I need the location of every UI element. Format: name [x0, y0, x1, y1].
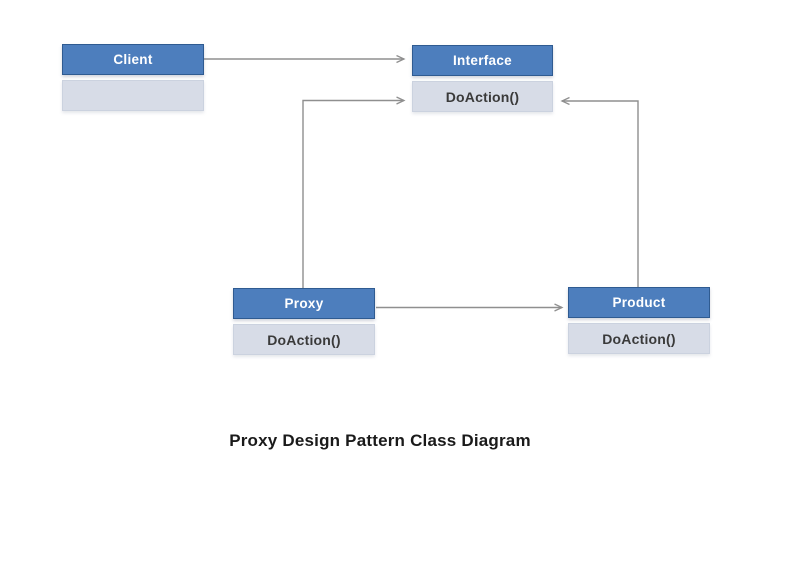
class-body-client: [62, 80, 204, 111]
connector-product-to-interface: [562, 101, 639, 287]
class-name-proxy: Proxy: [284, 296, 324, 311]
class-header-interface: Interface: [412, 45, 553, 76]
connector-proxy-to-interface: [302, 101, 404, 288]
class-box-interface: Interface DoAction(): [412, 45, 553, 112]
diagram-caption: Proxy Design Pattern Class Diagram: [229, 431, 531, 450]
class-header-product: Product: [568, 287, 710, 318]
class-name-interface: Interface: [453, 53, 512, 68]
class-body-interface: DoAction(): [412, 81, 553, 112]
class-name-client: Client: [113, 52, 153, 67]
class-body-product: DoAction(): [568, 323, 710, 354]
class-header-client: Client: [62, 44, 204, 75]
class-box-product: Product DoAction(): [568, 287, 710, 354]
class-body-proxy: DoAction(): [233, 324, 375, 355]
class-method-proxy: DoAction(): [267, 331, 341, 348]
class-header-proxy: Proxy: [233, 288, 375, 319]
class-method-product: DoAction(): [602, 330, 676, 347]
class-name-product: Product: [612, 295, 666, 310]
class-box-client: Client: [62, 44, 204, 111]
class-method-interface: DoAction(): [445, 88, 520, 105]
class-box-proxy: Proxy DoAction(): [233, 288, 375, 355]
